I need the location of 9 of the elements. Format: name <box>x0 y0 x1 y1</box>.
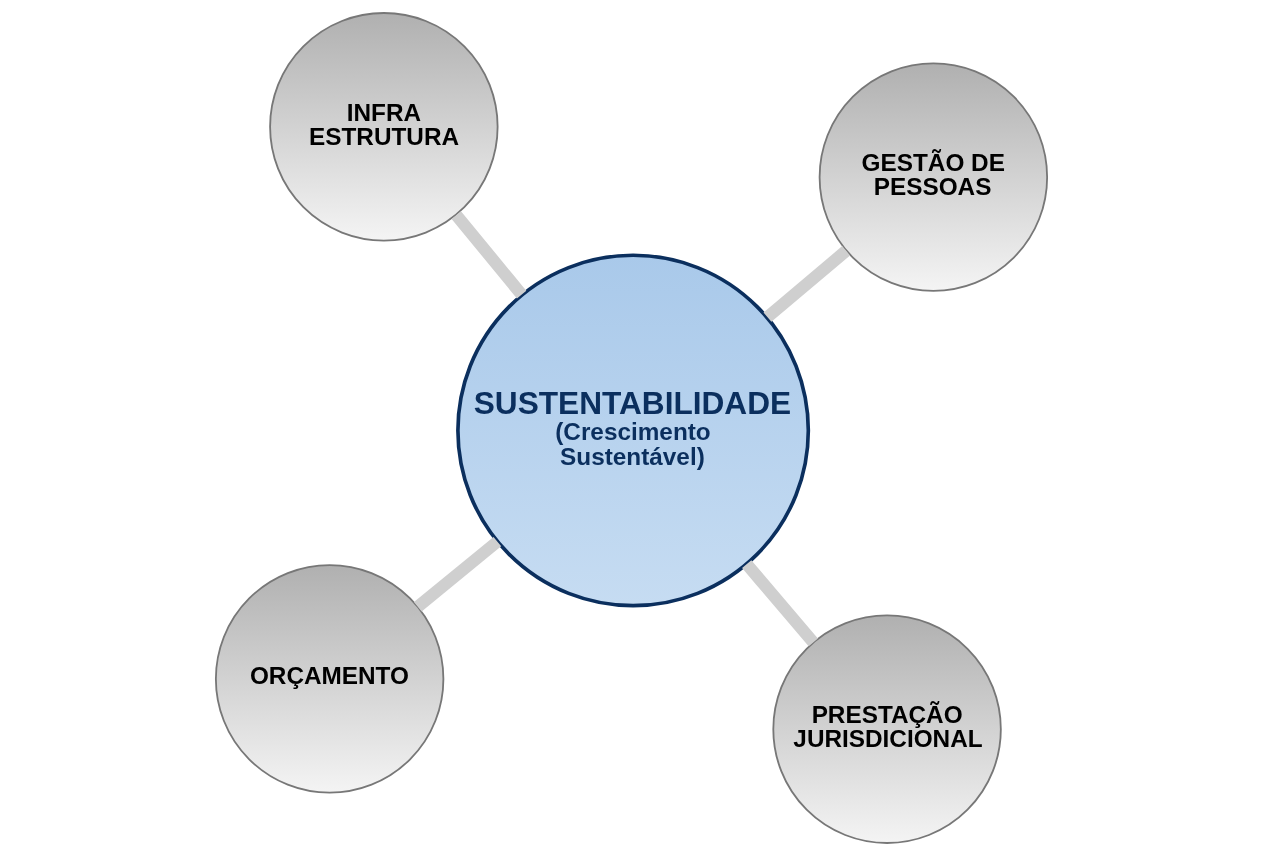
connector <box>763 246 851 322</box>
node-circle: PRESTAÇÃO JURISDICIONAL <box>772 614 1002 844</box>
connector <box>451 211 527 299</box>
node-circle: ORÇAMENTO <box>214 564 445 794</box>
connector <box>742 560 818 647</box>
node-circle: GESTÃO DE PESSOAS <box>818 62 1049 292</box>
connector <box>413 536 502 612</box>
node-circle: SUSTENTABILIDADE (Crescimento Sustentável) <box>456 253 811 608</box>
node-circle: INFRA ESTRUTURA <box>269 12 499 242</box>
